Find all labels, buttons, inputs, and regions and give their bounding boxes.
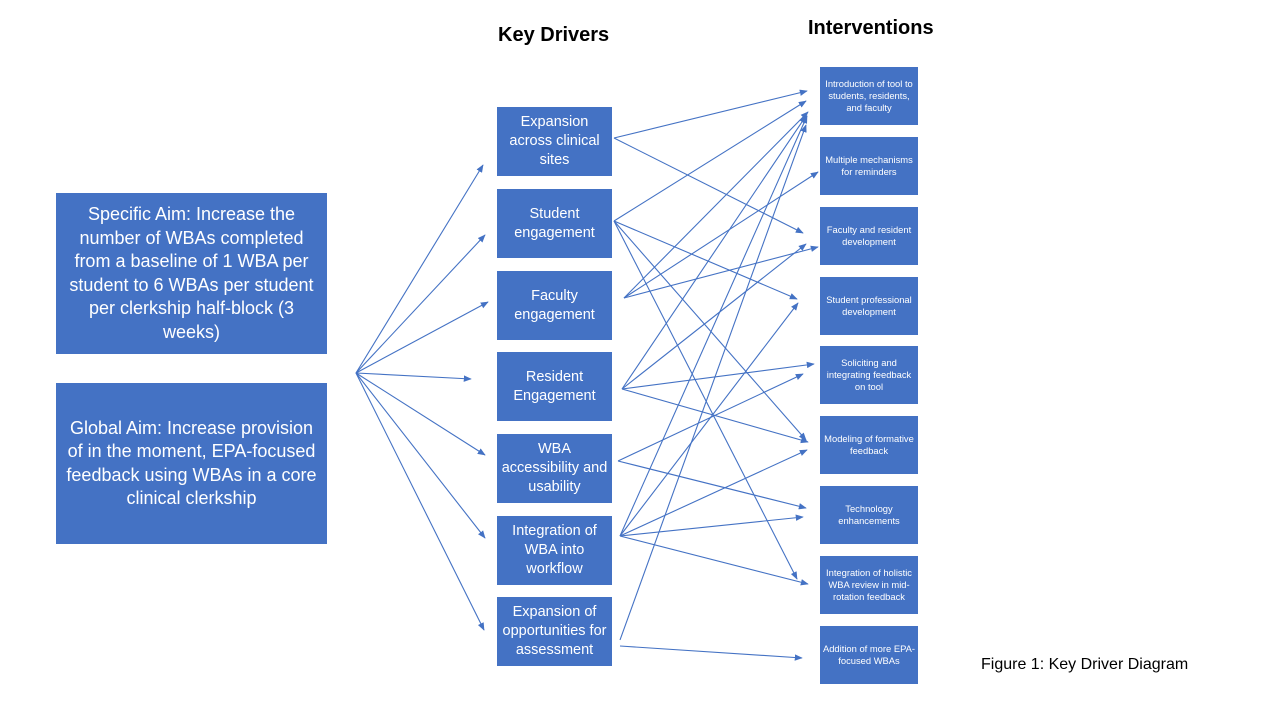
specific-aim-text: Specific Aim: Increase the number of WBA… <box>69 204 314 342</box>
intervention-label: Integration of holistic WBA review in mi… <box>826 567 912 602</box>
connector-arrow <box>619 514 804 537</box>
interventions-heading: Interventions <box>808 17 934 39</box>
driver-faculty-engagement: Faculty engagement <box>497 271 612 340</box>
driver-label: Student engagement <box>514 205 595 241</box>
intervention-label: Soliciting and integrating feedback on t… <box>826 357 912 392</box>
connector-arrow <box>613 220 798 300</box>
intervention-more-epa-wbas: Addition of more EPA-focused WBAs <box>820 626 918 684</box>
intervention-label: Technology enhancements <box>838 503 900 526</box>
connector-arrow <box>619 124 807 641</box>
connector-arrow <box>619 449 808 537</box>
connector-arrow <box>355 372 486 456</box>
connector-arrow <box>619 302 799 537</box>
intervention-technology-enhancements: Technology enhancements <box>820 486 918 544</box>
intervention-label: Modeling of formative feedback <box>824 433 914 456</box>
intervention-label: Student professional development <box>826 294 912 317</box>
connector-arrow <box>621 361 815 390</box>
driver-label: Expansion across clinical sites <box>509 114 600 168</box>
connector-arrow <box>355 372 485 631</box>
intervention-label: Introduction of tool to students, reside… <box>825 78 913 113</box>
driver-expansion-clinical-sites: Expansion across clinical sites <box>497 107 612 176</box>
intervention-introduction-of-tool: Introduction of tool to students, reside… <box>820 67 918 125</box>
intervention-faculty-resident-development: Faculty and resident development <box>820 207 918 265</box>
connector-arrow <box>619 535 809 586</box>
key-drivers-heading: Key Drivers <box>498 24 610 46</box>
intervention-modeling-feedback: Modeling of formative feedback <box>820 416 918 474</box>
intervention-label: Multiple mechanisms for reminders <box>825 154 913 177</box>
connector-arrow <box>613 89 808 139</box>
connector-arrow <box>355 164 484 374</box>
intervention-reminders: Multiple mechanisms for reminders <box>820 137 918 195</box>
connector-arrow <box>355 301 489 374</box>
connector-arrow <box>623 171 819 299</box>
figure-caption: Figure 1: Key Driver Diagram <box>981 656 1189 673</box>
driver-label: Integration of WBA into workflow <box>512 523 597 577</box>
driver-label: Faculty engagement <box>514 287 595 323</box>
connector-arrow <box>623 245 819 299</box>
intervention-label: Addition of more EPA-focused WBAs <box>822 643 916 666</box>
intervention-student-professional-development: Student professional development <box>820 277 918 335</box>
global-aim-text: Global Aim: Increase provision of in the… <box>66 417 317 509</box>
connector-arrow <box>621 115 807 390</box>
driver-label: Expansion of opportunities for assessmen… <box>502 604 607 658</box>
driver-label: Resident Engagement <box>513 368 596 404</box>
connector-arrow <box>613 220 798 580</box>
connector-arrow <box>619 645 803 661</box>
driver-student-engagement: Student engagement <box>497 189 612 258</box>
driver-label: WBA accessibility and usability <box>501 441 608 495</box>
driver-expansion-opportunities: Expansion of opportunities for assessmen… <box>497 597 612 666</box>
driver-integration-workflow: Integration of WBA into workflow <box>497 516 612 585</box>
global-aim-box: Global Aim: Increase provision of in the… <box>56 383 327 544</box>
connector-arrow <box>355 372 472 382</box>
connector-arrow <box>619 115 808 537</box>
specific-aim-box: Specific Aim: Increase the number of WBA… <box>56 193 327 354</box>
connector-arrow <box>613 137 804 234</box>
driver-wba-accessibility: WBA accessibility and usability <box>497 434 612 503</box>
connector-arrow <box>621 243 807 390</box>
driver-resident-engagement: Resident Engagement <box>497 352 612 421</box>
intervention-holistic-review: Integration of holistic WBA review in mi… <box>820 556 918 614</box>
connector-arrow <box>355 372 486 539</box>
connector-arrow <box>355 234 486 374</box>
intervention-soliciting-feedback: Soliciting and integrating feedback on t… <box>820 346 918 404</box>
connector-arrow <box>613 100 807 222</box>
connector-arrow <box>613 220 807 441</box>
connector-arrow <box>623 111 809 299</box>
intervention-label: Faculty and resident development <box>826 224 912 247</box>
